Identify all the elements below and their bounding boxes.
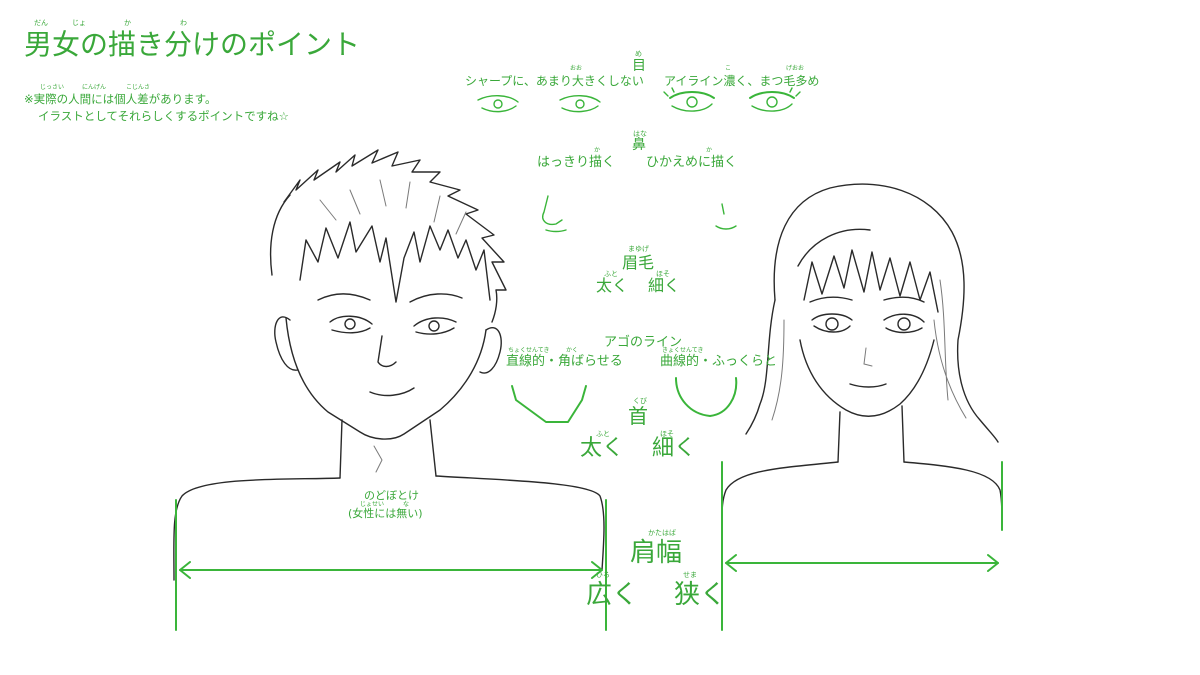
title-ruby-dan: だん xyxy=(34,20,48,27)
eyes-male-ruby: おお xyxy=(570,66,582,72)
female-nose xyxy=(864,348,872,366)
jaw-sample-female xyxy=(676,378,736,416)
eyebrows-male-label: 太く xyxy=(596,278,628,294)
eyebrows-ruby: まゆげ xyxy=(628,246,649,253)
shoulders-female-ruby: せま xyxy=(683,572,697,579)
jaw-samples xyxy=(512,378,736,422)
shoulders-male-ruby: ひろ xyxy=(596,572,610,579)
shoulders-male-label: 広く xyxy=(586,582,638,608)
neck-male-label: 太く xyxy=(580,438,624,460)
male-eyebrow-left xyxy=(318,294,370,300)
nose-female-ruby: か xyxy=(706,148,712,154)
male-ear-right xyxy=(480,328,501,373)
male-eyebrow-right xyxy=(410,294,462,302)
male-eye-right xyxy=(414,318,456,334)
shoulders-ruby: かたはば xyxy=(648,530,676,537)
male-face-outline xyxy=(286,318,486,439)
eyes-female-ruby-ko: こ xyxy=(725,66,731,72)
nose-male-label: はっきり描く xyxy=(537,156,615,169)
eyes-ruby: め xyxy=(635,51,642,58)
male-adams-apple xyxy=(374,446,382,472)
eyebrows-female-label: 細く xyxy=(648,278,680,294)
shoulders-female-label: 狭く xyxy=(674,582,726,608)
female-eyebrow-right xyxy=(884,297,924,302)
male-nose xyxy=(378,336,396,367)
female-figure xyxy=(722,184,1002,520)
note-ruby-ningen: にんげん xyxy=(82,85,106,91)
adams-apple-label: のどぼとけ xyxy=(364,490,419,501)
nose-male-ruby: か xyxy=(594,148,600,154)
eye-samples xyxy=(478,88,800,112)
eyes-male-label: シャープに、あまり大きくしない xyxy=(465,75,644,87)
note-ruby-kojinsa: こじんさ xyxy=(126,85,150,91)
female-eye-left xyxy=(812,314,852,320)
eyes-female-ruby-geoo: げおお xyxy=(786,66,804,72)
title-ruby-jo: じょ xyxy=(72,20,86,27)
jaw-sample-male xyxy=(512,386,586,422)
neck-female-label: 細く xyxy=(652,438,696,460)
female-shoulders xyxy=(722,462,1002,520)
eyebrows-heading: 眉毛 xyxy=(622,255,654,271)
jaw-male-label: 直線的・角ばらせる xyxy=(506,355,623,368)
nose-female-label: ひかえめに描く xyxy=(646,156,737,169)
nose-heading: 鼻 xyxy=(632,138,646,152)
female-eyebrow-left xyxy=(810,297,852,302)
note-ruby-jissai: じっさい xyxy=(40,85,64,91)
female-neck xyxy=(838,406,904,462)
nose-samples xyxy=(543,196,736,232)
male-hair xyxy=(271,150,506,322)
page-title: 男女の描き分けのポイント xyxy=(24,31,360,59)
title-ruby-ka: か xyxy=(124,20,131,27)
female-face-outline xyxy=(800,340,934,416)
note-line-1: ※実際の人間には個人差があります。 xyxy=(24,94,216,106)
male-mouth xyxy=(370,388,414,395)
shoulders-heading: 肩幅 xyxy=(630,540,682,566)
eyes-heading: 目 xyxy=(632,59,646,73)
female-mouth xyxy=(850,384,886,387)
neck-heading: 首 xyxy=(628,406,648,426)
female-hair-outline xyxy=(774,184,998,442)
note-line-2: イラストとしてそれらしくするポイントですね☆ xyxy=(38,111,289,123)
adams-apple-note: (女性には無い) xyxy=(348,508,423,519)
title-ruby-wa: わ xyxy=(180,20,187,27)
jaw-female-label: 曲線的・ふっくらと xyxy=(660,355,777,368)
eyes-female-label: アイライン濃く、まつ毛多め xyxy=(664,75,819,87)
